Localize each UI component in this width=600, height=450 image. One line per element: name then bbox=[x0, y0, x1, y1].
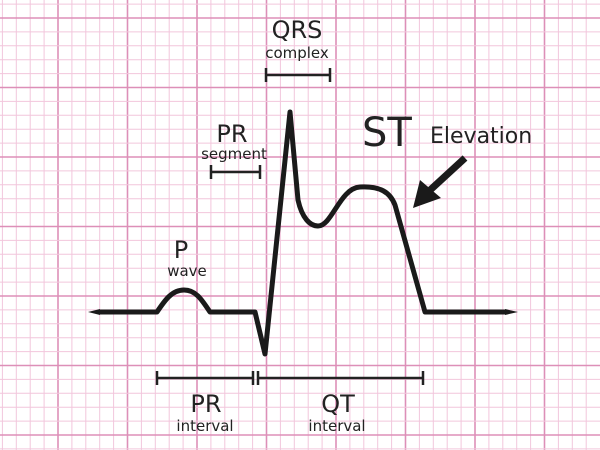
qt-interval-label: QT bbox=[321, 390, 355, 418]
qrs-sublabel: complex bbox=[265, 44, 329, 62]
qrs-label: QRS bbox=[272, 16, 323, 44]
st-label: ST bbox=[362, 110, 412, 156]
qt-interval-bracket bbox=[256, 371, 425, 385]
qrs-bracket bbox=[264, 68, 332, 82]
p-wave-sublabel: wave bbox=[167, 262, 207, 280]
pr-segment-sublabel: segment bbox=[201, 145, 267, 163]
st-sublabel: Elevation bbox=[430, 124, 532, 149]
pr-segment-label: PR bbox=[216, 120, 247, 148]
trace-start-taper bbox=[88, 309, 100, 315]
pr-interval-sublabel: interval bbox=[176, 417, 233, 435]
trace-end-taper bbox=[505, 309, 518, 315]
pr-segment-bracket bbox=[209, 165, 262, 179]
arrow-icon bbox=[413, 155, 468, 208]
pr-interval-bracket bbox=[155, 371, 255, 385]
ecg-trace bbox=[97, 109, 508, 357]
qt-interval-sublabel: interval bbox=[308, 417, 365, 435]
pr-interval-label: PR bbox=[190, 390, 221, 418]
p-wave-label: P bbox=[174, 236, 188, 264]
